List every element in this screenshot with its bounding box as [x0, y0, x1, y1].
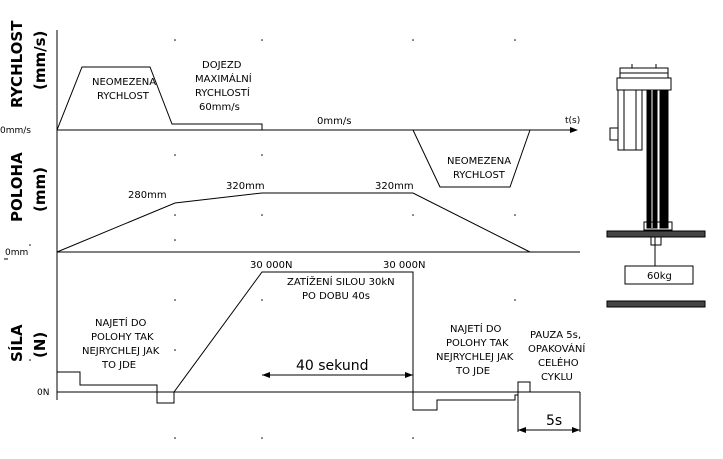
speed-phase2-line2: MAXIMÁLNÍ: [195, 72, 252, 85]
speed-axis-title: RYCHLOST: [8, 20, 26, 108]
axes: [4, 30, 580, 400]
guide-dots: [29, 39, 516, 439]
force-pause-line3: CELÉHO: [538, 356, 579, 369]
speed-curve: [56, 66, 531, 188]
rig-column-right: [659, 89, 669, 229]
force-pause-duration: 5s: [546, 413, 562, 429]
force-right-line4: TO JDE: [455, 366, 490, 377]
force-load-line1: ZATÍŽENÍ SILOU 30kN: [287, 275, 395, 288]
force-duration-label: 40 sekund: [296, 358, 368, 374]
position-axis-unit: (mm): [31, 167, 49, 212]
force-pause-line1: PAUZA 5s,: [530, 330, 581, 341]
position-value-280: 280mm: [128, 190, 167, 201]
position-value-320-a: 320mm: [226, 181, 265, 192]
speed-panel: RYCHLOST (mm/s) 0mm/s t(s) NEOMEZENA RYC…: [0, 20, 580, 188]
speed-phase1-line2: RYCHLOST: [97, 91, 150, 102]
rig-weight-label: 60kg: [647, 271, 672, 282]
rig-upper-plate: [606, 230, 706, 238]
force-panel: SÍLA (N) 0N 30 000N 30 000N ZATÍŽENÍ SIL…: [7, 260, 585, 433]
speed-phase1-line1: NEOMEZENA: [92, 77, 156, 88]
speed-phase3-line1: NEOMEZENA: [447, 156, 511, 167]
pause-dimension: [517, 382, 581, 433]
pause-arrow-right: [572, 427, 580, 433]
force-right-line2: POLOHY TAK: [446, 338, 509, 349]
position-panel: POLOHA (mm) 0mm 280mm 320mm 320mm: [5, 152, 531, 258]
duration-arrow-left: [262, 372, 270, 378]
rig-motor-housing: [617, 89, 643, 151]
force-axis-title: SÍLA: [7, 324, 26, 362]
speed-mid-label: 0mm/s: [317, 116, 351, 127]
force-right-line1: NAJETÍ DO: [450, 322, 502, 335]
rig-clamp: [643, 221, 673, 231]
duration-arrow-right: [405, 372, 413, 378]
position-value-320-b: 320mm: [375, 181, 414, 192]
speed-axis-unit: (mm/s): [31, 31, 49, 90]
speed-phase2-line1: DOJEZD: [202, 60, 242, 71]
pause-arrow-left: [518, 427, 526, 433]
force-axis-unit: (N): [31, 332, 49, 358]
t-label: t(s): [565, 116, 580, 126]
position-axis-title: POLOHA: [8, 152, 26, 222]
t-arrow-head: [570, 127, 578, 133]
speed-phase3-line2: RYCHLOST: [453, 170, 506, 181]
test-rig-illustration: [606, 64, 706, 308]
rig-motor-body: [616, 77, 672, 91]
force-peak1-label: 30 000N: [250, 260, 292, 271]
force-load-line2: PO DOBU 40s: [302, 291, 370, 302]
duration-dimension: [262, 372, 413, 378]
force-peak2-label: 30 000N: [383, 260, 425, 271]
force-zero-label: 0N: [37, 388, 49, 398]
force-left-line4: TO JDE: [101, 360, 136, 371]
position-zero-label: 0mm: [5, 248, 28, 258]
force-left-line1: NAJETÍ DO: [95, 316, 147, 329]
rig-weight-box: [624, 265, 694, 285]
speed-phase2-line3: RYCHLOSTÍ: [195, 86, 250, 99]
speed-phase2-line4: 60mm/s: [199, 102, 240, 113]
position-curve: [56, 192, 531, 253]
force-right-line3: NEJRYCHLEJ JAK: [436, 352, 514, 363]
speed-zero-label: 0mm/s: [0, 126, 31, 136]
force-pause-line4: CYKLU: [541, 372, 573, 383]
force-pause-line2: OPAKOVÁNÍ: [528, 342, 585, 355]
force-left-line3: NEJRYCHLEJ JAK: [82, 346, 160, 357]
rig-lower-plate: [606, 300, 706, 308]
force-left-line2: POLOHY TAK: [91, 332, 154, 343]
